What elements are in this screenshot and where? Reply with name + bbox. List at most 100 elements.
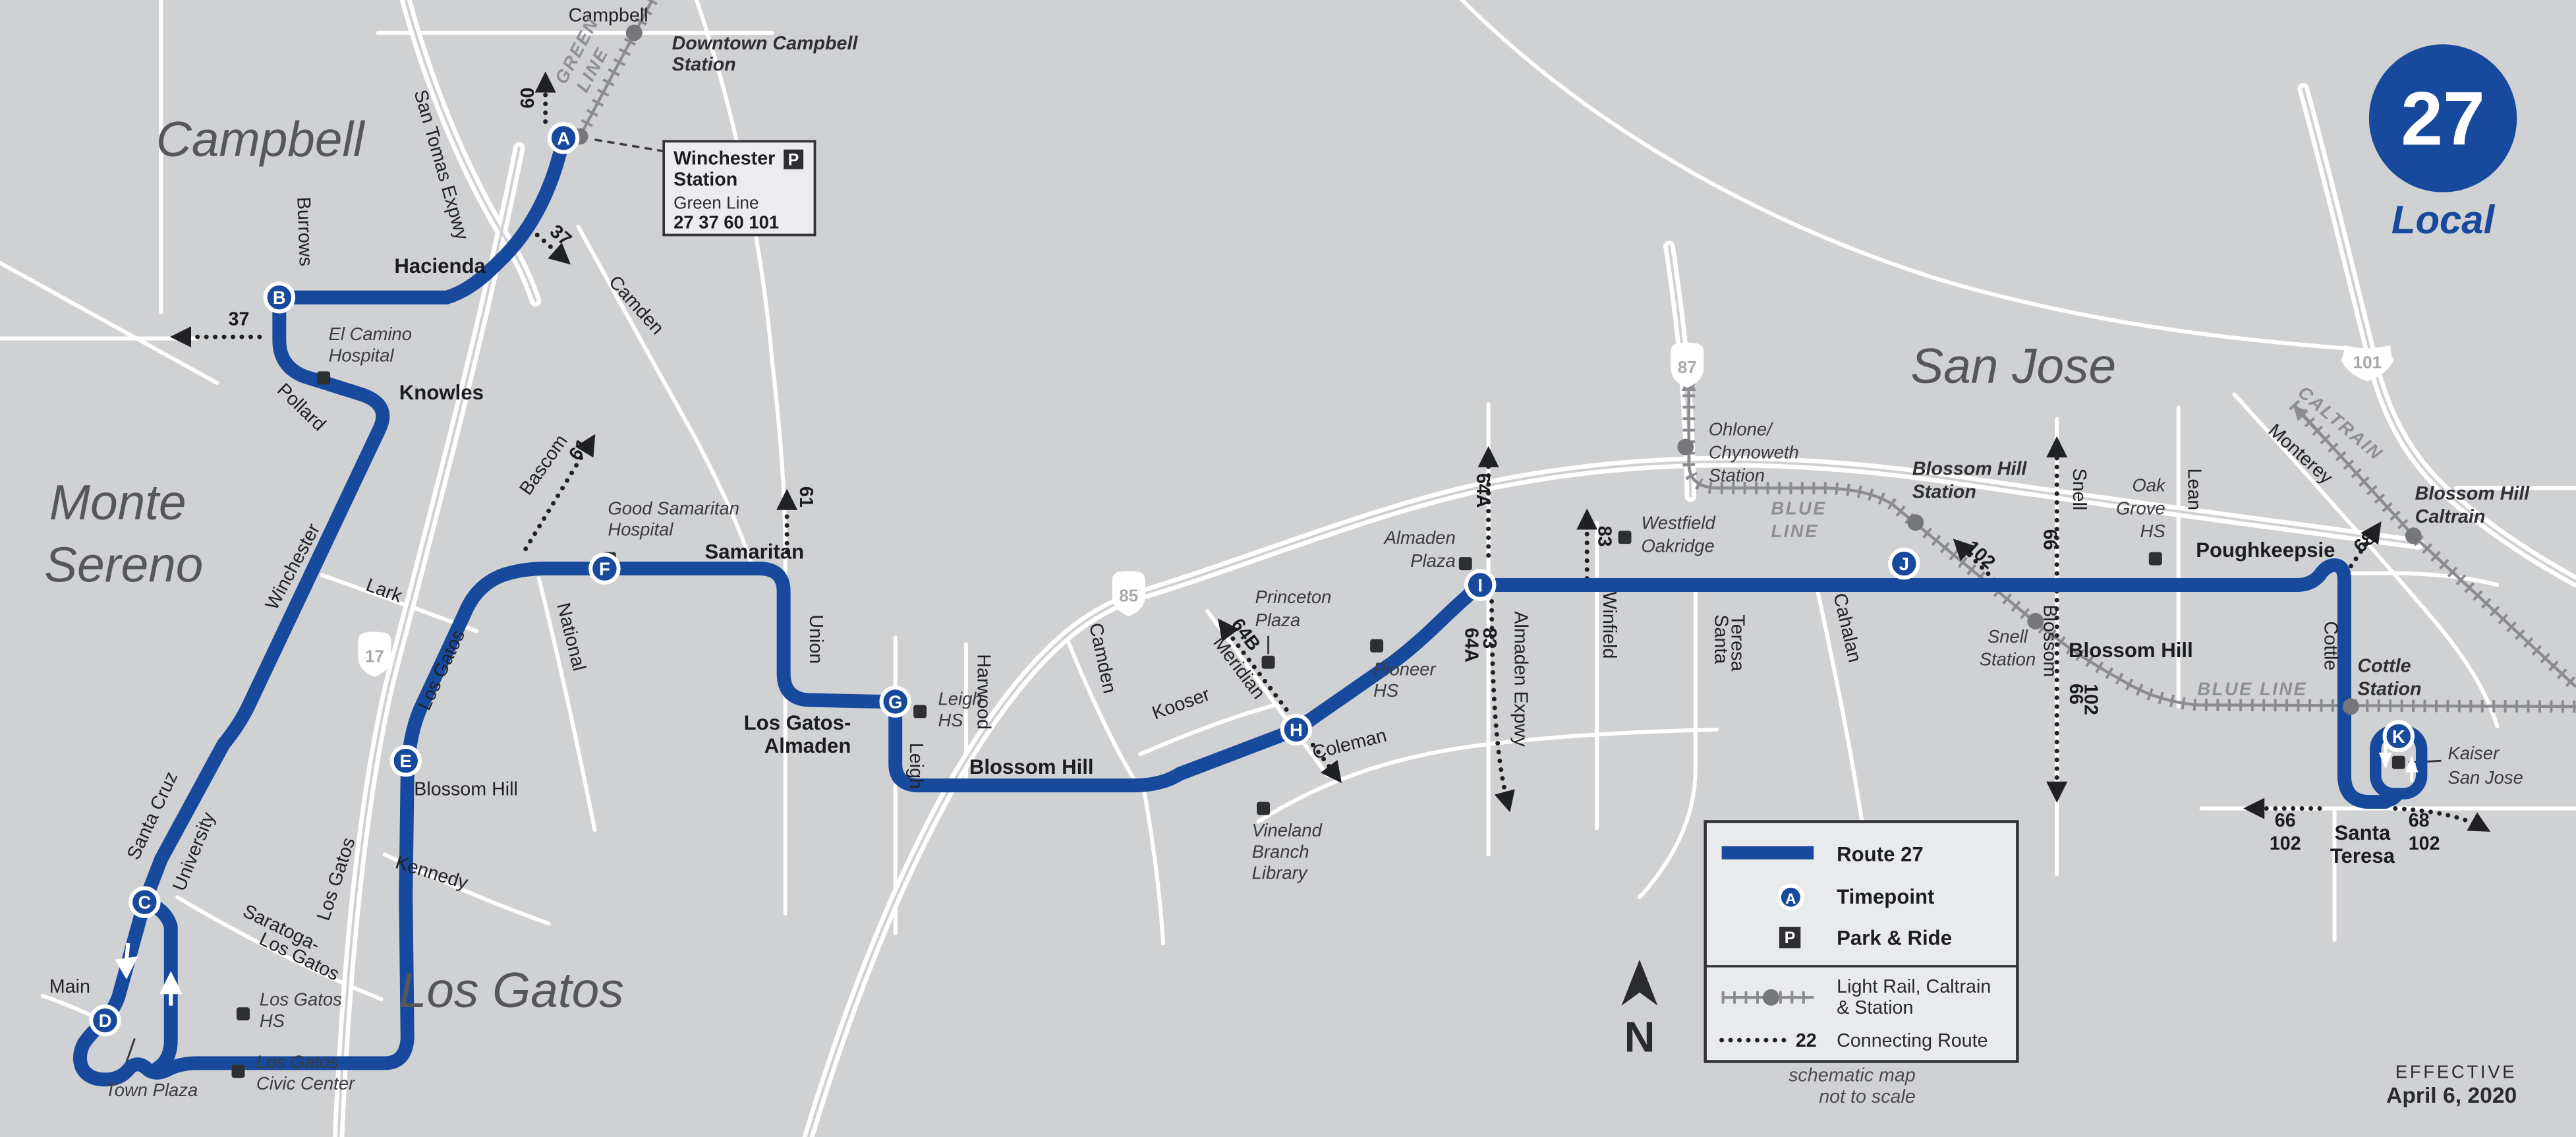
map-label-los-gatos-4: Los Gatos [399,962,624,1018]
timepoint-F: F [588,552,621,585]
map-label-civic-center-43: Civic Center [256,1073,356,1093]
map-label-knowles-20: Knowles [399,381,484,404]
map-label-los-gatos-39: Los Gatos [260,989,342,1010]
map-label-san-jose-108: San Jose [2448,767,2523,788]
legend-light-rail-label-1: Light Rail, Caltrain [1837,976,1991,997]
svg-text:J: J [1899,554,1909,574]
connecting-routes [170,71,2491,832]
map-label-17-115: 17 [365,647,384,666]
park-ride-icon [784,149,804,169]
legend-route-swatch [1721,846,1814,860]
map-label-hs-60: HS [1373,680,1398,701]
map-label-blossom-hill-50: Blossom Hill [969,755,1094,778]
map-label-61-28: 61 [795,486,816,508]
timepoint-G: G [879,685,911,718]
map-label-westfield-72: Westfield [1641,513,1715,533]
map-label-vineland-61: Vineland [1252,820,1323,840]
route-badge-circle [2368,44,2517,192]
svg-text:A: A [557,128,570,148]
legend-timepoint-letter: A [1785,890,1796,907]
map-label-blossom-87: Blossom [2039,604,2060,677]
timepoint-D: D [89,1004,121,1037]
winchester-box-routes: 27 37 60 101 [673,212,779,233]
poi-square-8 [1458,557,1472,571]
map-label-pioneer-59: Pioneer [1373,659,1437,680]
timepoint-E: E [389,745,422,777]
timepoint-C: C [129,886,161,918]
map-label-harwood-51: Harwood [973,654,994,730]
map-label-main-38: Main [49,976,90,997]
winchester-box-title2: Station [673,169,737,190]
map-label-campbell-0: Campbell [156,111,366,167]
map-label-snell-90: Snell [1988,626,2028,647]
map-label-leigh-45: Leigh [938,688,982,709]
timepoint-J: J [1888,547,1920,580]
legend-park-ride-letter: P [1785,929,1796,947]
legend-park-ride-label: Park & Ride [1837,926,1952,949]
shield-87 [1671,342,1704,388]
map-label-princeton-57: Princeton [1255,587,1332,607]
poi-square-9 [1618,531,1632,544]
legend-light-rail-label-2: & Station [1837,997,1913,1018]
route-27-loop-connector [2384,790,2405,808]
map-label-blossom-hill-82: Blossom Hill [1912,458,2028,479]
legend-timepoint-label: Timepoint [1837,885,1934,908]
map-label-hs-94: HS [2140,521,2165,541]
map-label-83-71: 83 [1594,526,1615,547]
winchester-box-title1: Winchester [673,148,775,169]
svg-text:B: B [273,287,286,308]
legend-station-dot [1762,989,1779,1006]
map-label-60-10: 60 [517,88,538,109]
map-label-blossom-hill-96: Blossom Hill [2069,639,2193,662]
svg-text:D: D [99,1010,112,1031]
shield-101 [2341,345,2394,382]
map-label-hacienda-14: Hacienda [394,254,486,277]
map-label-teresa-114: Teresa [2330,844,2395,867]
station-dot-4 [2027,612,2044,629]
winchester-station-box: Winchester P Station Green Line 27 37 60… [662,140,816,237]
map-label-blossom-hill-44: Blossom Hill [414,779,518,800]
effective-label: EFFECTIVE [2395,1061,2517,1082]
map-label-station-7: Station [672,54,736,75]
svg-text:G: G [888,691,902,712]
map-label-64a-67: 64A [1461,627,1482,662]
poi-square-10 [2148,552,2162,566]
map-label-64a-66: 64A [1472,473,1493,508]
map-label-chynoweth-77: Chynoweth [1709,442,1799,463]
svg-text:C: C [138,892,151,913]
map-label-cottle-103: Cottle [2320,621,2341,670]
map-label-los-gatos-47: Los Gatos- [744,711,851,734]
map-label-san-jose-3: San Jose [1910,338,2116,394]
map-label-station-78: Station [1709,465,1765,485]
poi-square-0 [317,371,331,385]
route-27-line [73,131,2393,1087]
caltrain-nw-arrow [2293,405,2324,438]
map-label-oak-92: Oak [2132,475,2166,495]
route-68-arrow [2343,521,2382,576]
legend-park-ride-icon [1779,927,1801,948]
map-label-line-80: LINE [1771,521,1818,541]
map-label-37-16: 37 [229,309,250,330]
map-label-hs-46: HS [938,710,963,730]
map-label-sereno-2: Sereno [44,537,203,593]
map-label-almaden-64: Almaden [1383,527,1456,548]
svg-text:F: F [599,559,610,579]
map-label-monte-1: Monte [49,475,186,530]
map-label-102-112: 102 [2409,833,2440,854]
legend-connecting-label: Connecting Route [1837,1030,1988,1051]
station-dot-3 [1907,514,1924,531]
poi-square-5 [1261,655,1275,669]
map-label-hospital-26: Hospital [608,519,673,540]
map-label-campbell-5: Campbell [569,5,648,26]
shield-85 [1112,571,1145,616]
timepoint-I: I [1464,569,1497,601]
map-label-library-63: Library [1252,863,1309,883]
map-label-union-29: Union [805,614,826,664]
map-label-cottle-104: Cottle [2357,656,2411,677]
map-label-hospital-19: Hospital [329,345,395,365]
poi-square-2 [231,1064,245,1078]
timepoint-K: K [2382,720,2415,753]
map-label-grove-93: Grove [2116,498,2165,518]
svg-text:E: E [400,751,412,771]
